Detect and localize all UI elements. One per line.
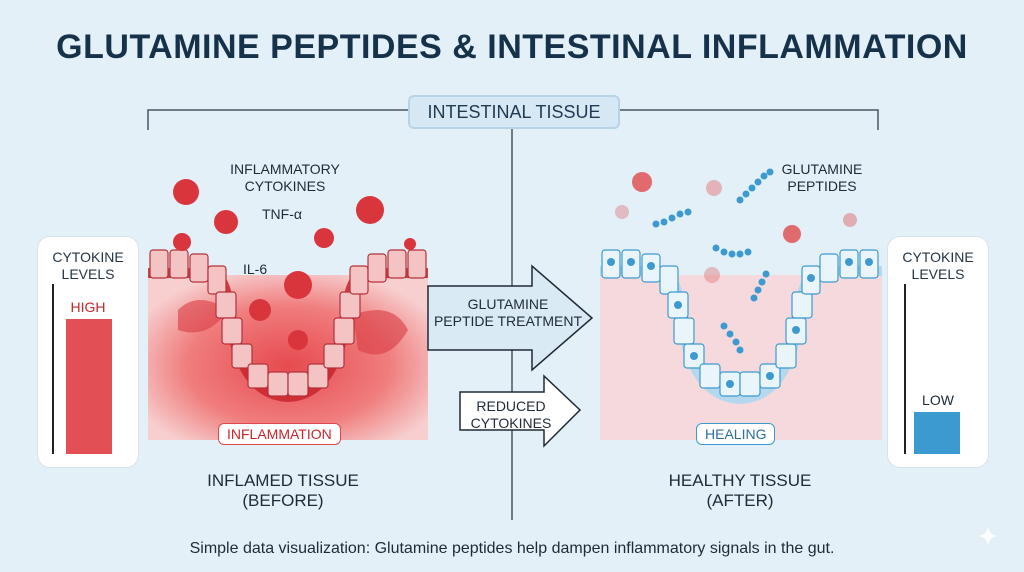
left-cytokine-title-1: CYTOKINE bbox=[52, 249, 124, 265]
reduced-arrow-label: REDUCED CYTOKINES bbox=[456, 398, 566, 432]
healing-badge: HEALING bbox=[696, 423, 776, 445]
inflamed-tissue-caption: INFLAMED TISSUE (BEFORE) bbox=[168, 471, 398, 511]
inflammatory-cytokines-label: INFLAMMATORY CYTOKINES bbox=[205, 161, 365, 195]
right-cytokine-bar bbox=[914, 412, 960, 454]
left-cytokine-bar bbox=[66, 319, 112, 454]
page-title: GLUTAMINE PEPTIDES & INTESTINAL INFLAMMA… bbox=[56, 28, 968, 66]
right-axis-line bbox=[904, 284, 906, 454]
right-bar-label: LOW bbox=[922, 392, 954, 408]
center-arrows bbox=[427, 264, 594, 448]
inflammatory-cytokines-line2: CYTOKINES bbox=[244, 178, 326, 194]
inflammatory-cytokines-line1: INFLAMMATORY bbox=[230, 161, 340, 177]
inflamed-tissue-illustration bbox=[148, 179, 428, 440]
tnf-label: TNF-α bbox=[262, 206, 302, 222]
left-cytokine-title-2: LEVELS bbox=[61, 266, 115, 282]
inflammation-badge: INFLAMMATION bbox=[218, 423, 341, 445]
treatment-line1: GLUTAMINE bbox=[467, 296, 549, 312]
left-bar-label: HIGH bbox=[70, 299, 106, 315]
treatment-line2: PEPTIDE TREATMENT bbox=[433, 313, 583, 329]
sparkle-icon bbox=[978, 526, 998, 546]
glutamine-peptides-line2: PEPTIDES bbox=[787, 178, 857, 194]
left-axis-line bbox=[52, 284, 54, 454]
section-label: INTESTINAL TISSUE bbox=[408, 95, 620, 129]
healthy-tissue-illustration bbox=[600, 168, 882, 440]
il6-label: IL-6 bbox=[243, 261, 268, 277]
right-cytokine-title-1: CYTOKINE bbox=[902, 249, 974, 265]
reduced-line2: CYTOKINES bbox=[470, 415, 552, 431]
inflamed-caption-line2: (BEFORE) bbox=[242, 491, 324, 510]
healthy-caption-line2: (AFTER) bbox=[706, 491, 774, 510]
healthy-tissue-caption: HEALTHY TISSUE (AFTER) bbox=[625, 471, 855, 511]
glutamine-peptides-line1: GLUTAMINE bbox=[781, 161, 863, 177]
inflamed-caption-line1: INFLAMED TISSUE bbox=[207, 471, 359, 490]
reduced-line1: REDUCED bbox=[476, 398, 546, 414]
glutamine-peptides-label: GLUTAMINE PEPTIDES bbox=[752, 161, 892, 195]
healthy-caption-line1: HEALTHY TISSUE bbox=[668, 471, 812, 490]
right-cytokine-title-2: LEVELS bbox=[911, 266, 965, 282]
footer-caption: Simple data visualization: Glutamine pep… bbox=[189, 540, 835, 557]
treatment-arrow-label: GLUTAMINE PEPTIDE TREATMENT bbox=[428, 296, 588, 330]
